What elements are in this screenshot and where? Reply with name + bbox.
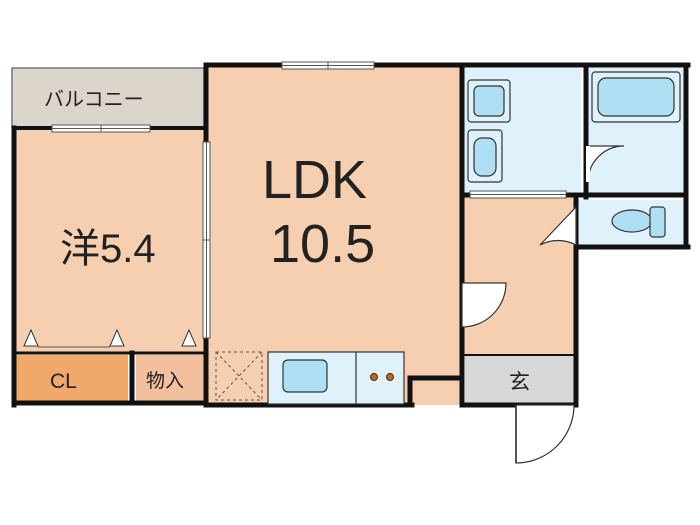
storage-label: 物入 [146, 370, 184, 392]
ldk-floor [208, 65, 460, 405]
stove-burner-icon [369, 372, 379, 382]
doors [461, 145, 625, 464]
refrigerator-space [215, 351, 263, 401]
windows [51, 61, 567, 339]
balcony-label: バルコニー [44, 87, 144, 111]
stove-burner-icon [385, 372, 395, 382]
western-room-floor [14, 128, 208, 353]
entrance-floor [465, 355, 575, 405]
western-room-size: 5.4 [100, 227, 156, 271]
walls [11, 62, 691, 408]
closet-floor [16, 355, 128, 402]
western-room-label: 洋5.4 [60, 226, 156, 272]
western-room-prefix: 洋 [60, 226, 100, 272]
closet-label: CL [50, 370, 77, 393]
ldk-size: 10.5 [270, 214, 375, 274]
toilet-icon [611, 206, 666, 238]
entrance-label: 玄 [509, 370, 530, 394]
entrance-door [515, 404, 575, 464]
kitchen-sink-icon [282, 359, 328, 393]
storage-floor [136, 355, 206, 402]
closet-doors [23, 328, 197, 348]
ldk-label: LDK [262, 150, 367, 210]
toilet-door [539, 205, 577, 247]
balcony-floor [11, 67, 205, 129]
hall-door [461, 282, 507, 328]
fixtures [215, 71, 681, 405]
hall-floor [463, 197, 575, 355]
